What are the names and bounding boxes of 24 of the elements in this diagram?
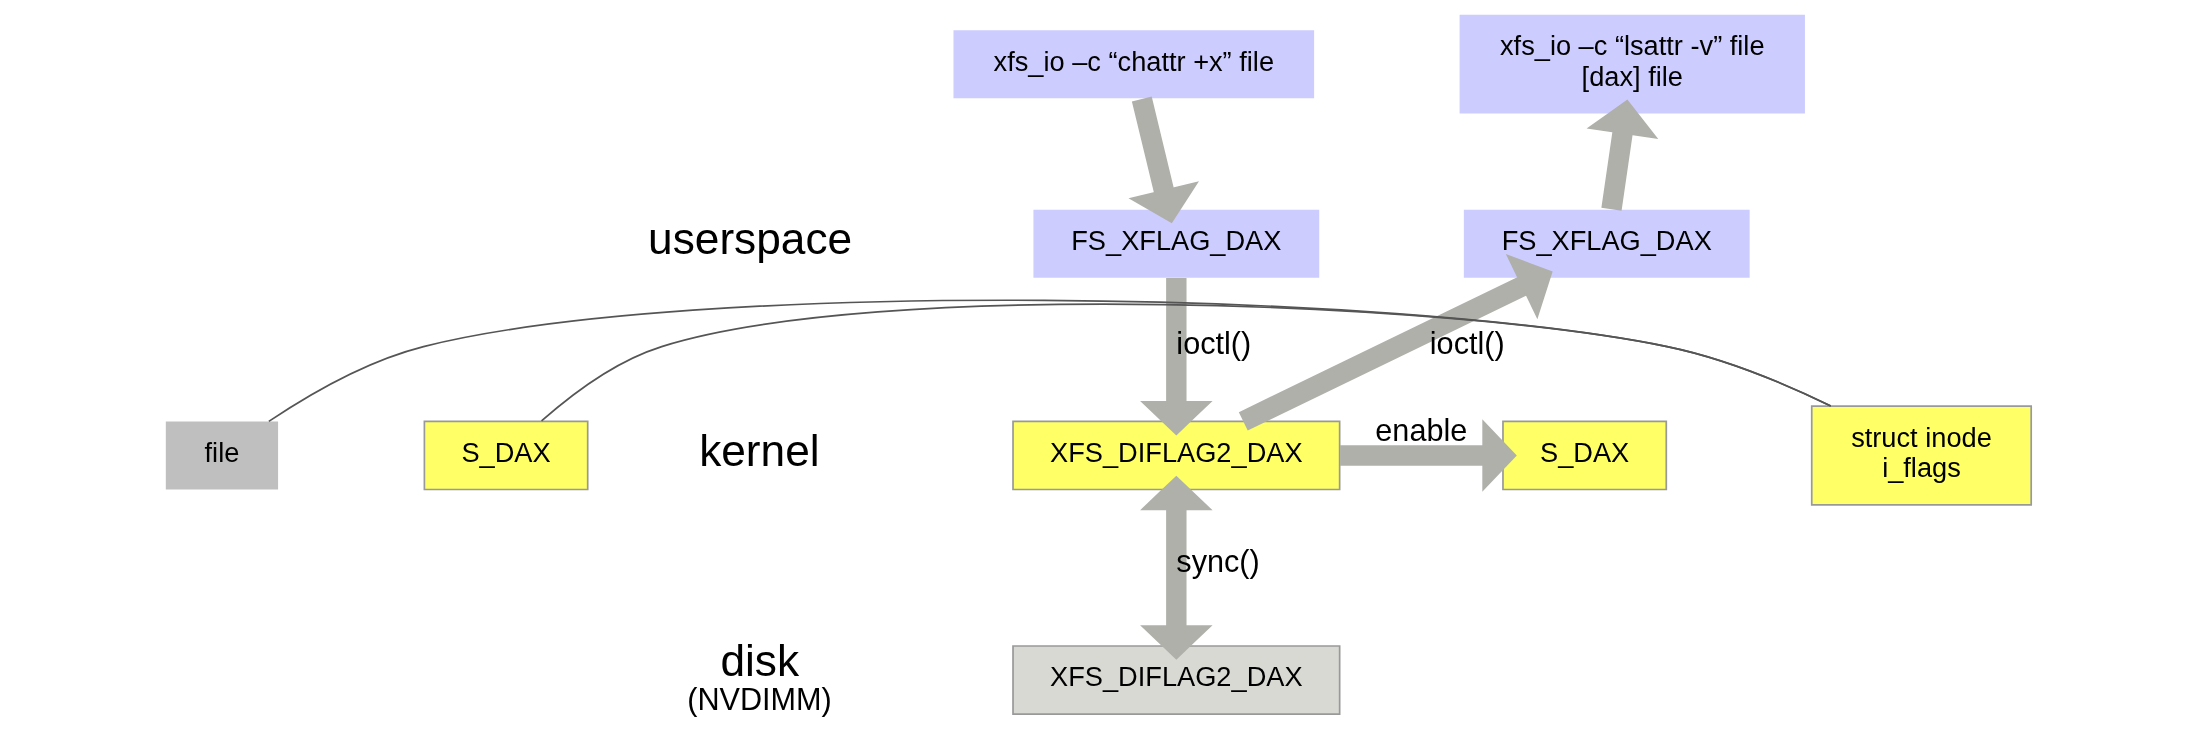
arrow	[1340, 419, 1517, 492]
label: kernel	[699, 426, 820, 476]
node-box: xfs_io –c “chattr +x” file	[953, 30, 1315, 99]
node-box: xfs_io –c “lsattr -v” file [dax] file	[1459, 14, 1805, 114]
node-box: XFS_DIFLAG2_DAX	[1012, 645, 1341, 715]
node-box: file	[165, 421, 279, 490]
connector	[267, 299, 1832, 423]
edge-label: sync()	[1176, 543, 1260, 578]
arrow	[1140, 277, 1213, 436]
node-box: struct inode i_flags	[1810, 405, 2033, 506]
connector	[540, 303, 1832, 422]
edge-label: enable	[1375, 412, 1468, 447]
node-box: FS_XFLAG_DAX	[1463, 209, 1750, 278]
arrow	[1128, 96, 1199, 224]
arrow	[1238, 253, 1553, 431]
arrow	[1586, 99, 1659, 211]
edge-label: ioctl()	[1176, 326, 1252, 361]
node-box: S_DAX	[423, 420, 589, 491]
node-box: S_DAX	[1502, 420, 1668, 491]
node-box: XFS_DIFLAG2_DAX	[1012, 420, 1341, 491]
node-box: FS_XFLAG_DAX	[1033, 209, 1320, 278]
label: userspace	[648, 214, 853, 264]
edge-label: ioctl()	[1429, 326, 1505, 361]
arrow	[1140, 475, 1213, 660]
